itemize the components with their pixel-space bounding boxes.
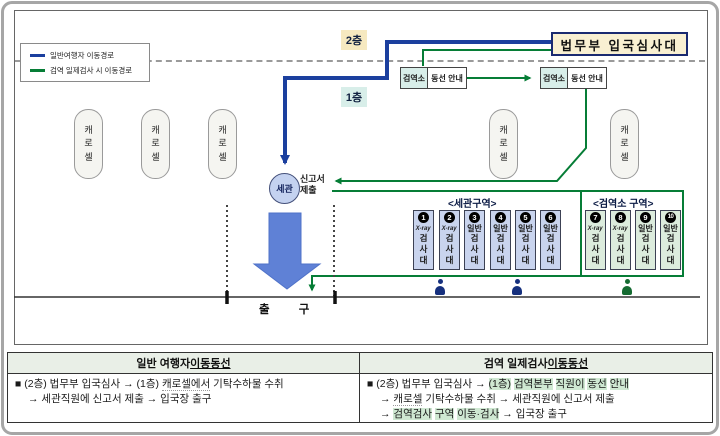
legend-item: 일반여행자 이동경로 <box>30 50 149 61</box>
quarantine-staff-person-icon <box>621 279 633 295</box>
legend-item-label: 검역 일제검사 시 이동경로 <box>50 65 133 75</box>
table-header-2: 검역 일제검사 이동동선 <box>483 358 589 370</box>
immigration-inspection-box: 법무부 입국심사대 <box>551 32 688 56</box>
quarantine-zone-label: <검역소 구역> <box>593 199 654 210</box>
legend-line-swatch <box>30 53 45 57</box>
table-header-row: 일반 여행자 이동동선 검역 일제검사 이동동선 <box>8 353 712 374</box>
traveler-person-icon <box>511 279 523 295</box>
legend-line-swatch <box>30 68 45 72</box>
customs-circle: 세관 <box>269 173 300 204</box>
exit-label: 출 구 <box>259 304 323 316</box>
floor-1-tag: 1층 <box>341 87 367 107</box>
declaration-line2: 제출 <box>300 185 317 196</box>
declaration-line1: 신고서 <box>300 174 325 184</box>
table-body-row: ■ (2층) 법무부 입국심사 → (1층) 캐로셀에서 기탁수하물 수취→ 세… <box>8 374 712 422</box>
floor-2-tag: 2층 <box>341 30 367 50</box>
legend-item-label: 일반여행자 이동경로 <box>50 50 115 60</box>
customs-zone-label: <세관구역> <box>448 199 497 210</box>
legend-item: 검역 일제검사 시 이동경로 <box>30 65 149 76</box>
route-summary-table: 일반 여행자 이동동선 검역 일제검사 이동동선 ■ (2층) 법무부 입국심사… <box>7 352 713 423</box>
declaration-submit-label: 신고서 제출 <box>300 174 325 197</box>
table-cell-2: ■ (2층) 법무부 입국심사 → (1층) 검역본부 직원이 동선 안내→ 캐… <box>367 378 630 420</box>
table-cell-1: ■ (2층) 법무부 입국심사 → (1층) 캐로셀에서 기탁수하물 수취→ 세… <box>8 374 360 422</box>
traveler-person-icon <box>434 279 446 295</box>
table-header-1: 일반 여행자 이동동선 <box>8 353 360 373</box>
